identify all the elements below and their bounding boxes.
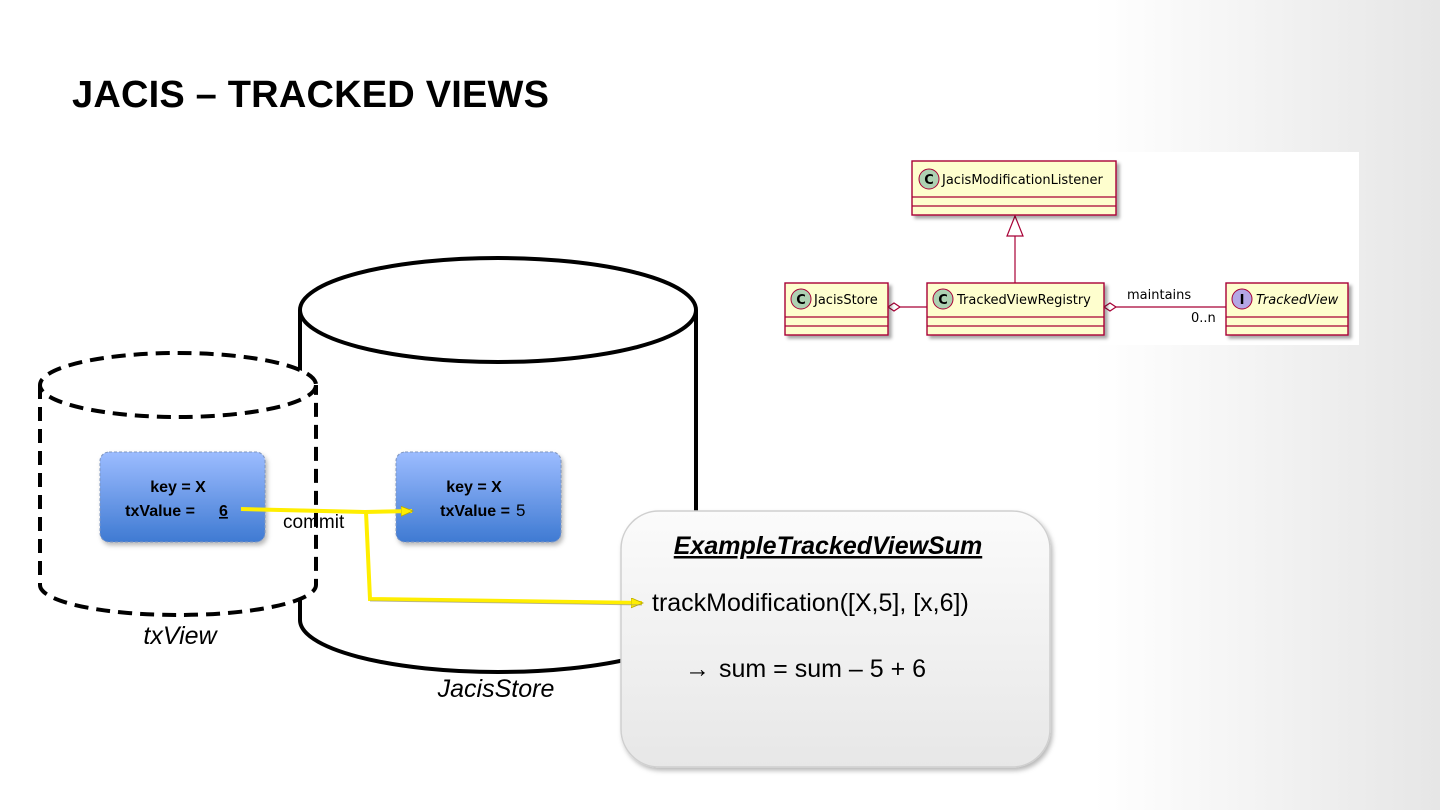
- tx-entry-key: key = X: [150, 479, 206, 496]
- svg-text:C: C: [924, 173, 934, 188]
- tx-entry-value-label: txValue =: [125, 503, 195, 520]
- class-marker-icon: [932, 288, 954, 310]
- svg-text:C: C: [938, 293, 948, 308]
- uml-class-store: C JacisStore: [784, 282, 889, 336]
- sum-result: sum = sum – 5 + 6: [719, 655, 926, 683]
- store-class-name: JacisStore: [813, 293, 878, 308]
- track-arrow: [364, 511, 642, 603]
- store-entry-value: 5: [516, 501, 525, 520]
- track-modification-call: trackModification([X,5], [x,6]): [652, 589, 969, 617]
- tx-entry-value: 6: [219, 503, 228, 520]
- svg-text:C: C: [796, 293, 806, 308]
- jacis-store-label: JacisStore: [437, 675, 555, 703]
- store-entry-value-label: txValue =: [440, 503, 510, 520]
- uml-class-listener: C JacisModificationListener: [911, 160, 1117, 216]
- result-arrow-icon: →: [685, 655, 710, 683]
- interface-marker-icon: [1231, 288, 1253, 310]
- generalization-arrowhead: [1006, 214, 1024, 237]
- commit-arrow: [240, 509, 412, 512]
- commit-label: commit: [283, 512, 345, 533]
- tracked-view-box: ExampleTrackedViewSum trackModification(…: [620, 510, 1051, 768]
- maintains-label: maintains: [1127, 288, 1191, 303]
- commit-arrows: [240, 509, 642, 605]
- uml-interface-tracked-view: I TrackedView: [1225, 282, 1349, 336]
- tracked-view-interface-name: TrackedView: [1256, 293, 1339, 308]
- store-entry-key: key = X: [446, 479, 502, 496]
- registry-class-name: TrackedViewRegistry: [956, 293, 1091, 308]
- uml-class-registry: C TrackedViewRegistry: [926, 282, 1105, 336]
- tx-entry-box: key = X txValue = 6: [99, 451, 266, 543]
- class-marker-icon: [918, 168, 940, 190]
- multiplicity-label: 0..n: [1191, 311, 1216, 326]
- svg-text:I: I: [1240, 293, 1245, 308]
- listener-class-name: JacisModificationListener: [941, 173, 1104, 188]
- store-entry-box: key = X txValue = 5: [395, 451, 562, 543]
- tracked-view-title: ExampleTrackedViewSum: [674, 532, 982, 560]
- tx-view-label: txView: [143, 622, 218, 650]
- class-marker-icon: [790, 288, 812, 310]
- slide-title: JACIS – TRACKED VIEWS: [72, 74, 550, 116]
- uml-class-diagram: maintains 0..n C JacisModificationListen…: [783, 152, 1359, 345]
